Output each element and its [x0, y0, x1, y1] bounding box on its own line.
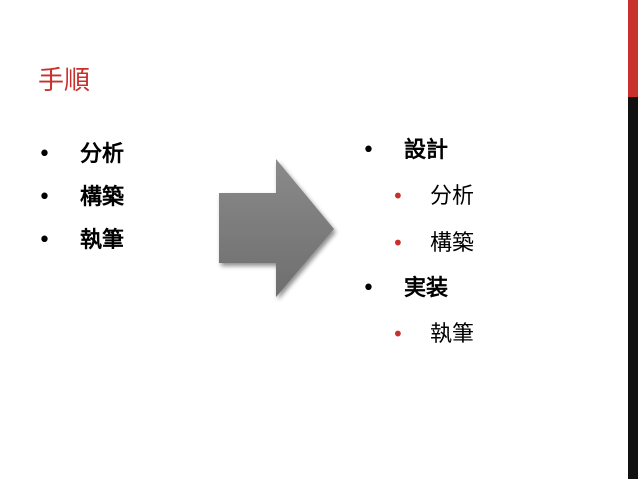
sub-list-item-text: 構築	[430, 231, 475, 256]
sub-bullet: •	[392, 322, 404, 346]
list-item: • 執筆	[38, 218, 124, 261]
bullet: •	[38, 185, 51, 210]
left-bullet-list: • 分析 • 構築 • 執筆	[38, 132, 124, 261]
sub-list-item: • 分析	[362, 172, 474, 219]
list-item-text: 実装	[404, 275, 449, 301]
bullet: •	[38, 142, 51, 167]
slide-edge-bar-accent	[628, 0, 638, 97]
sub-list-item-text: 執筆	[430, 322, 475, 347]
list-item-text: 構築	[80, 185, 125, 210]
bullet: •	[38, 228, 51, 253]
bullet: •	[362, 275, 375, 301]
list-item: • 実装	[362, 266, 474, 310]
sub-list-item-text: 分析	[430, 184, 475, 209]
sub-list-item: • 執筆	[362, 310, 474, 357]
list-item-text: 設計	[404, 137, 449, 163]
list-item: • 構築	[38, 175, 124, 218]
right-arrow-icon	[219, 159, 334, 297]
slide-title: 手順	[38, 66, 91, 96]
list-item: • 設計	[362, 128, 474, 172]
bullet: •	[362, 137, 375, 163]
slide-edge-bar	[628, 0, 638, 479]
right-bullet-list: •設計 •分析 •構築 •実装 •執筆	[362, 128, 474, 357]
list-item: • 分析	[38, 132, 124, 175]
sub-list-item: • 構築	[362, 219, 474, 266]
sub-bullet: •	[392, 184, 404, 208]
list-item-text: 執筆	[80, 228, 125, 253]
sub-bullet: •	[392, 231, 404, 255]
list-item-text: 分析	[80, 142, 125, 167]
